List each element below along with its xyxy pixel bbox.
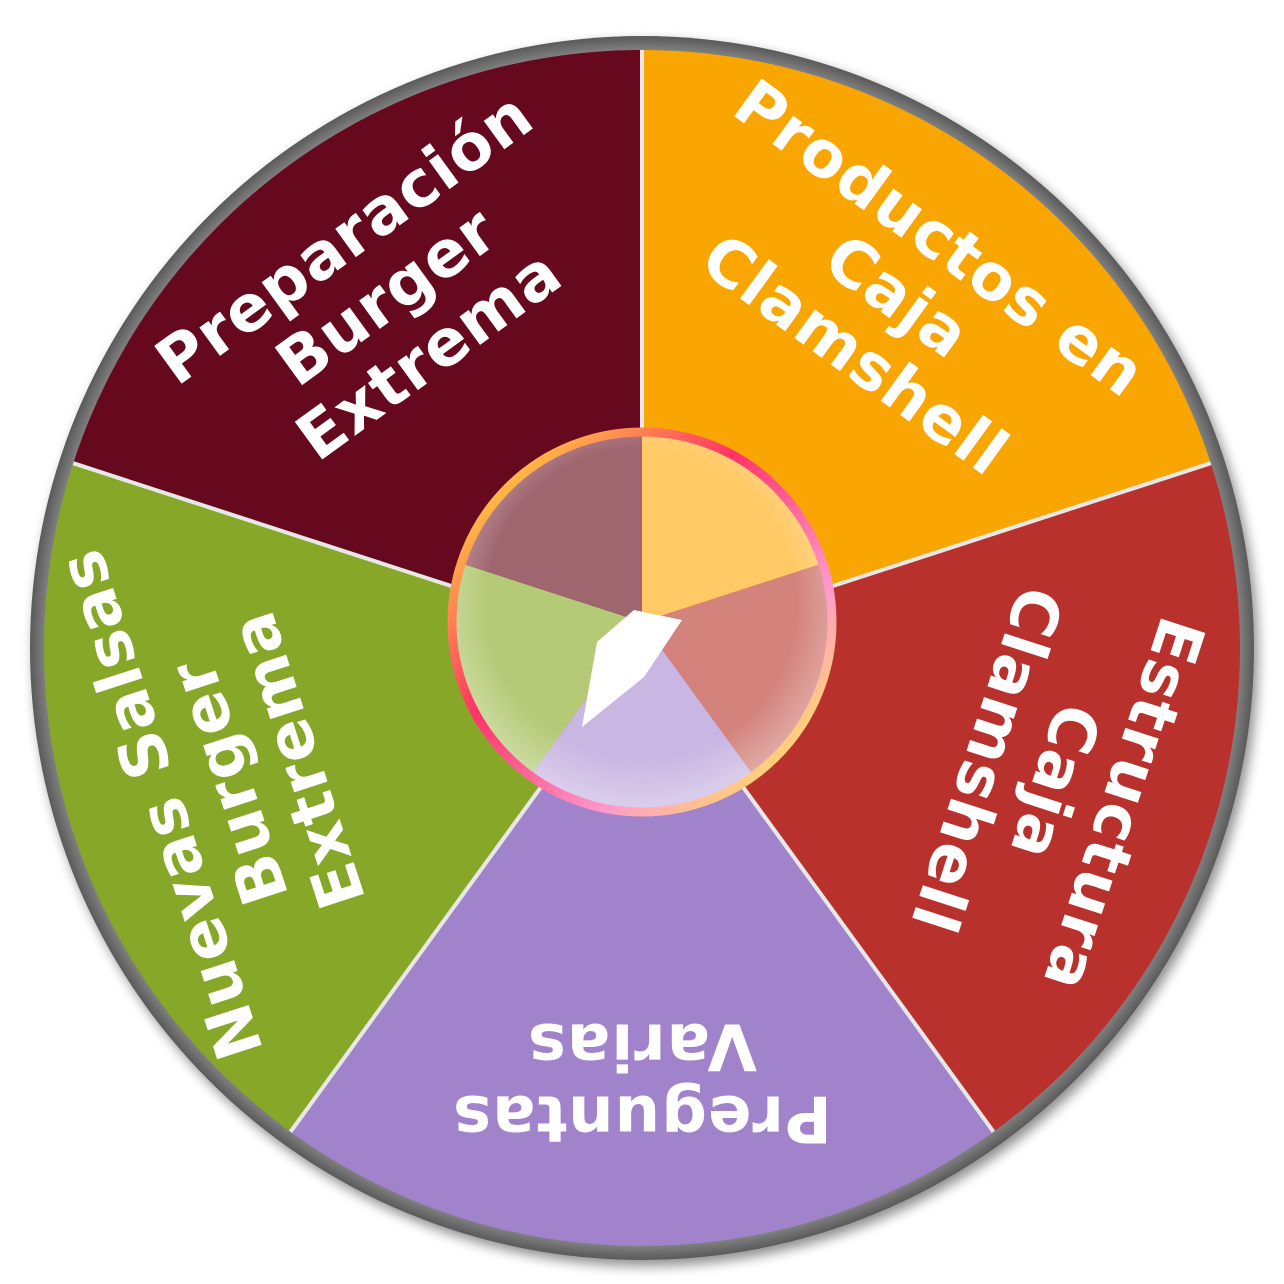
- segment-preguntas: [290, 648, 994, 1246]
- segment-label-line: Varias: [527, 1008, 757, 1082]
- segment-label-line: Preguntas: [452, 1080, 832, 1154]
- hub-ring: [447, 427, 837, 817]
- center-pointer-icon: [582, 610, 682, 727]
- wheel-hub[interactable]: [447, 427, 837, 817]
